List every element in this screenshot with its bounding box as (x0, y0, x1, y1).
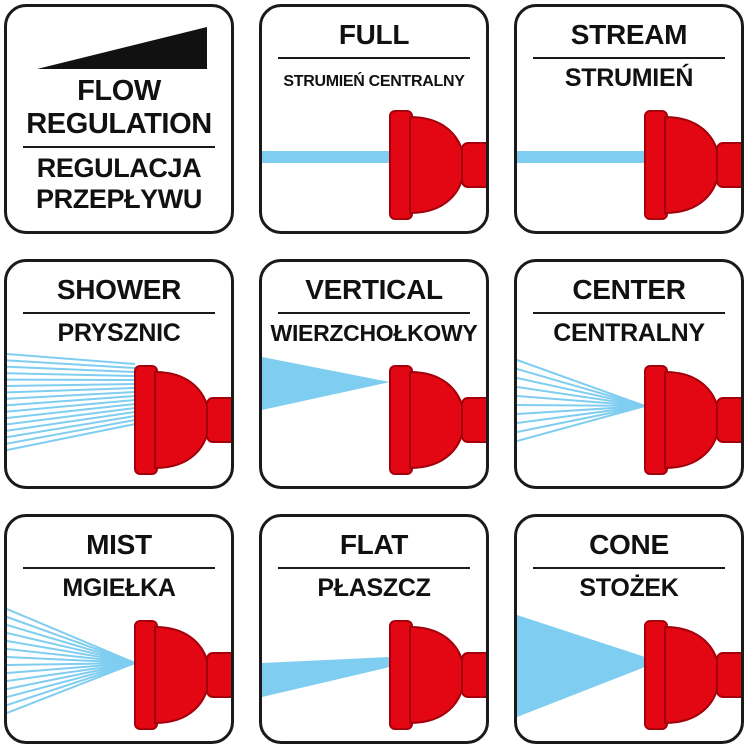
divider (278, 57, 470, 59)
stream-illustration (517, 110, 741, 220)
tile-center: CENTER CENTRALNY (514, 259, 744, 489)
divider (23, 312, 215, 314)
flow-title-line2: REGULATION (26, 108, 212, 140)
center-illustration (517, 359, 741, 475)
spray-parallel-lines (7, 353, 136, 451)
mode-title-shower: SHOWER (56, 274, 182, 305)
mode-title-cone: CONE (589, 529, 669, 560)
mode-title-mist: MIST (86, 529, 152, 560)
nozzle-icon (389, 110, 486, 220)
tile-shower: SHOWER PRYSZNIC (4, 259, 234, 489)
flow-ramp-icon (37, 27, 207, 69)
divider (23, 567, 215, 569)
nozzle-icon (389, 620, 486, 730)
nozzle-icon (134, 365, 231, 475)
mist-illustration (7, 608, 231, 730)
flat-illustration (262, 620, 486, 730)
mode-subtitle-flat: PŁASZCZ (317, 574, 431, 602)
mode-subtitle-shower: PRYSZNIC (57, 319, 181, 347)
spray-cone (517, 615, 645, 717)
mode-title-stream: STREAM (570, 19, 688, 50)
tile-vertical: VERTICAL WIERZCHOŁKOWY (259, 259, 489, 489)
flow-title-line1: FLOW (77, 75, 161, 107)
mode-title-flat: FLAT (339, 529, 409, 560)
divider (23, 146, 215, 148)
mode-subtitle-center: CENTRALNY (553, 319, 705, 347)
nozzle-icon (389, 365, 486, 475)
divider (533, 57, 725, 59)
nozzle-icon (134, 620, 231, 730)
mode-subtitle-vertical: WIERZCHOŁKOWY (270, 320, 478, 346)
spray-thin-line (262, 151, 390, 163)
flow-subtitle-line1: REGULACJA (36, 153, 202, 183)
divider (533, 567, 725, 569)
nozzle-icon (644, 110, 741, 220)
shower-illustration (7, 353, 231, 475)
spray-wide-fan-lines (7, 608, 136, 714)
tile-cone: CONE STOŻEK (514, 514, 744, 744)
tile-full: FULL STRUMIEŃ CENTRALNY (259, 4, 489, 234)
divider (533, 312, 725, 314)
mode-subtitle-full: STRUMIEŃ CENTRALNY (283, 73, 465, 90)
flow-subtitle-line2: PRZEPŁYWU (36, 184, 202, 214)
mode-title-vertical: VERTICAL (305, 274, 443, 305)
tile-flat: FLAT PŁASZCZ (259, 514, 489, 744)
spray-thick-line (517, 151, 645, 163)
nozzle-icon (644, 620, 741, 730)
vertical-illustration (262, 357, 486, 475)
tile-flow-regulation: FLOW REGULATION REGULACJA PRZEPŁYWU (4, 4, 234, 234)
nozzle-icon (644, 365, 741, 475)
divider (278, 312, 470, 314)
mode-subtitle-mist: MGIEŁKA (62, 574, 176, 602)
spray-wedge (262, 357, 390, 410)
tile-mist: MIST MGIEŁKA (4, 514, 234, 744)
spray-flat-wedge (262, 657, 390, 697)
mode-title-center: CENTER (572, 274, 686, 305)
flow-regulation-subtitle: REGULACJA PRZEPŁYWU (7, 153, 231, 215)
mode-subtitle-cone: STOŻEK (579, 574, 679, 602)
full-illustration (262, 110, 486, 220)
mode-title-full: FULL (338, 19, 410, 50)
mode-subtitle-stream: STRUMIEŃ (564, 64, 694, 92)
divider (278, 567, 470, 569)
tile-stream: STREAM STRUMIEŃ (514, 4, 744, 234)
flow-regulation-title: FLOW REGULATION (7, 75, 231, 141)
cone-illustration (517, 615, 741, 730)
spray-fan-lines (517, 359, 646, 442)
